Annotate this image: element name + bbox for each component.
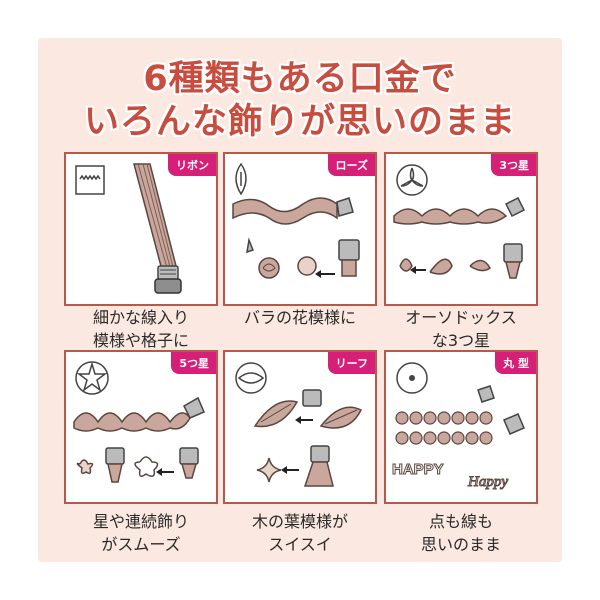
three-star-drops xyxy=(399,258,491,275)
caption-line: スイスイ xyxy=(268,535,332,554)
leaf-shapes xyxy=(253,400,363,429)
rose-tip-icon xyxy=(235,162,247,196)
piping-nozzle xyxy=(503,243,523,279)
three-star-tip-illustration xyxy=(393,164,526,279)
piping-nozzle xyxy=(154,265,182,294)
rose-flowers xyxy=(258,256,335,279)
five-star-tip-icon xyxy=(75,361,109,395)
five-star-swirl-row xyxy=(73,396,205,432)
caption-line: 細かな線入り xyxy=(92,308,189,327)
round-dot-rows xyxy=(395,411,493,445)
three-star-swirl-row xyxy=(393,196,526,225)
tip-card-leaf: リーフ xyxy=(223,350,377,504)
leaf-cross-mark xyxy=(256,457,299,483)
tip-badge: リーフ xyxy=(327,352,375,374)
headline-line-2: いろんな飾りが思いのまま xyxy=(83,102,516,142)
tip-badge: ローズ xyxy=(327,154,375,176)
five-star-flowers xyxy=(76,456,174,477)
tip-badge: 5つ星 xyxy=(171,352,216,374)
ribbon-icing-strip xyxy=(133,163,177,271)
rose-ribbon-swirl xyxy=(232,197,354,225)
round-tip-icon xyxy=(396,362,428,394)
tip-caption-three-star: オーソドックス な3つ星 xyxy=(376,306,546,352)
tip-caption-round: 点も線も 思いのまま xyxy=(376,510,546,556)
tip-badge: 3つ星 xyxy=(491,154,536,176)
tip-card-ribbon: リボン xyxy=(64,152,218,306)
tip-caption-leaf: 木の葉模様が スイスイ xyxy=(215,510,385,556)
tip-card-round: HAPPY Happy 丸 型 xyxy=(384,350,538,504)
ribbon-tip-illustration xyxy=(75,163,182,294)
caption-line: な3つ星 xyxy=(431,331,491,350)
leaf-tip-icon xyxy=(235,362,267,394)
tip-badge: リボン xyxy=(168,154,216,176)
caption-line: 星や連続飾り xyxy=(92,512,189,531)
tip-card-five-star: 5つ星 xyxy=(64,350,218,504)
ribbon-tip-icon xyxy=(75,165,105,195)
tip-caption-rose: バラの花模様に xyxy=(215,306,385,329)
five-star-tip-illustration xyxy=(73,361,205,483)
tip-caption-five-star: 星や連続飾り がスムーズ xyxy=(56,510,226,556)
caption-line: オーソドックス xyxy=(405,308,517,327)
piping-nozzle xyxy=(302,389,334,487)
caption-line: 思いのまま xyxy=(420,535,501,554)
headline-line-1: 6種類もある口金で xyxy=(143,59,457,99)
caption-line: 模様や格子に xyxy=(92,331,189,350)
tip-card-three-star: 3つ星 xyxy=(384,152,538,306)
round-tip-illustration: HAPPY Happy xyxy=(392,362,525,491)
rose-tip-illustration xyxy=(232,162,360,279)
tip-caption-ribbon: 細かな線入り 模様や格子に xyxy=(56,306,226,352)
happy-script-sample-text: Happy xyxy=(467,474,508,490)
three-star-tip-icon xyxy=(396,164,428,196)
tip-card-rose: ローズ xyxy=(223,152,377,306)
caption-line: バラの花模様に xyxy=(243,308,356,327)
piping-nozzle xyxy=(246,237,360,277)
tip-badge: 丸 型 xyxy=(495,352,536,374)
caption-line: がスムーズ xyxy=(101,535,181,554)
caption-line: 点も線も xyxy=(428,512,493,531)
piping-nozzle xyxy=(105,447,199,483)
leaf-tip-illustration xyxy=(235,362,363,487)
caption-line: 木の葉模様が xyxy=(251,512,348,531)
piping-nozzle xyxy=(477,385,525,435)
happy-sample-text: HAPPY xyxy=(392,461,444,478)
